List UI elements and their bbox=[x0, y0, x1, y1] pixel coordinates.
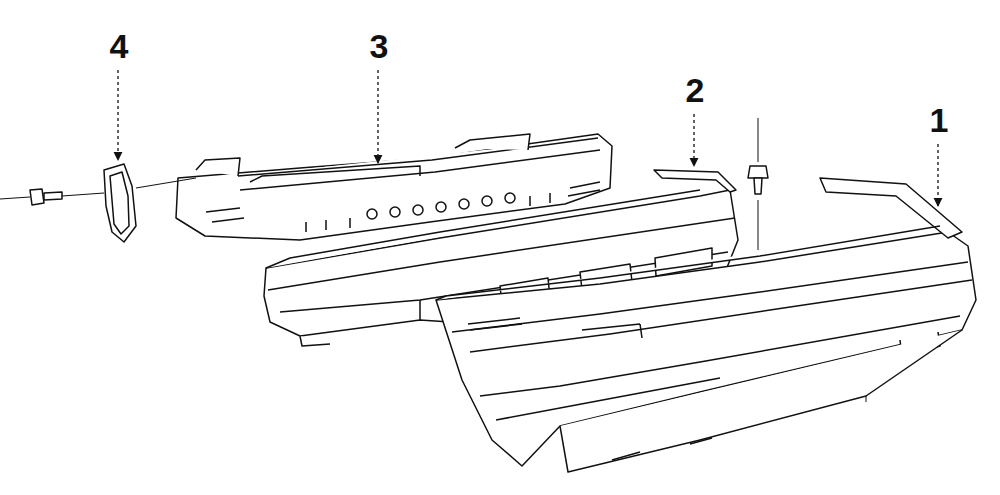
side-bracket-part bbox=[104, 164, 136, 242]
bolt-part bbox=[748, 166, 768, 178]
energy-absorber-part bbox=[654, 170, 736, 192]
reinforcement-beam-part bbox=[240, 150, 600, 190]
bumper-cover-part bbox=[582, 324, 642, 338]
side-bracket-part bbox=[136, 178, 196, 188]
reinforcement-beam-part bbox=[367, 193, 515, 219]
callout-number: 3 bbox=[370, 29, 389, 63]
energy-absorber-part bbox=[300, 336, 330, 346]
reinforcement-beam-part-part bbox=[436, 202, 446, 212]
bumper-cover-part bbox=[470, 280, 972, 352]
bolt-part bbox=[0, 197, 30, 199]
parts-illustration-part bbox=[0, 70, 976, 472]
reinforcement-beam-part-part bbox=[367, 209, 377, 219]
bumper-cover bbox=[436, 178, 976, 472]
reinforcement-beam-part bbox=[568, 182, 600, 196]
bumper-cover-part bbox=[436, 226, 940, 300]
bolt-part bbox=[44, 192, 62, 200]
side-bracket bbox=[104, 164, 196, 242]
callout-number: 4 bbox=[110, 29, 129, 63]
reinforcement-beam-part bbox=[196, 158, 240, 176]
reinforcement-beam-part-part bbox=[482, 196, 492, 206]
leader-arrow-part bbox=[693, 114, 694, 166]
bolt bbox=[748, 118, 768, 250]
leader-arrow-part bbox=[377, 70, 378, 163]
leader-arrow-part bbox=[937, 144, 938, 206]
callout-number: 2 bbox=[686, 73, 705, 107]
bolt-part bbox=[30, 189, 44, 205]
bolt-part bbox=[62, 193, 104, 196]
reinforcement-beam-part bbox=[455, 134, 530, 150]
callout-number: 1 bbox=[930, 103, 949, 137]
leader-arrow bbox=[118, 70, 938, 206]
reinforcement-beam-part-part bbox=[505, 193, 515, 203]
reinforcement-beam-part-part bbox=[413, 205, 423, 215]
bolt bbox=[0, 189, 104, 205]
bumper-cover-part bbox=[452, 262, 968, 332]
bolt-part bbox=[758, 200, 759, 250]
side-bracket-part bbox=[110, 172, 129, 234]
leader-arrow-part bbox=[117, 70, 118, 160]
bolt-part bbox=[758, 118, 759, 162]
bumper-cover-part bbox=[612, 438, 712, 460]
reinforcement-beam-part-part bbox=[459, 199, 469, 209]
bumper-cover-part bbox=[560, 330, 962, 472]
reinforcement-beam-part bbox=[206, 208, 244, 222]
bolt-part bbox=[754, 178, 762, 194]
bumper-cover-part bbox=[468, 318, 522, 330]
bumper-cover-part bbox=[820, 178, 962, 238]
reinforcement-beam-part bbox=[250, 166, 420, 182]
reinforcement-beam-part-part bbox=[390, 207, 400, 217]
